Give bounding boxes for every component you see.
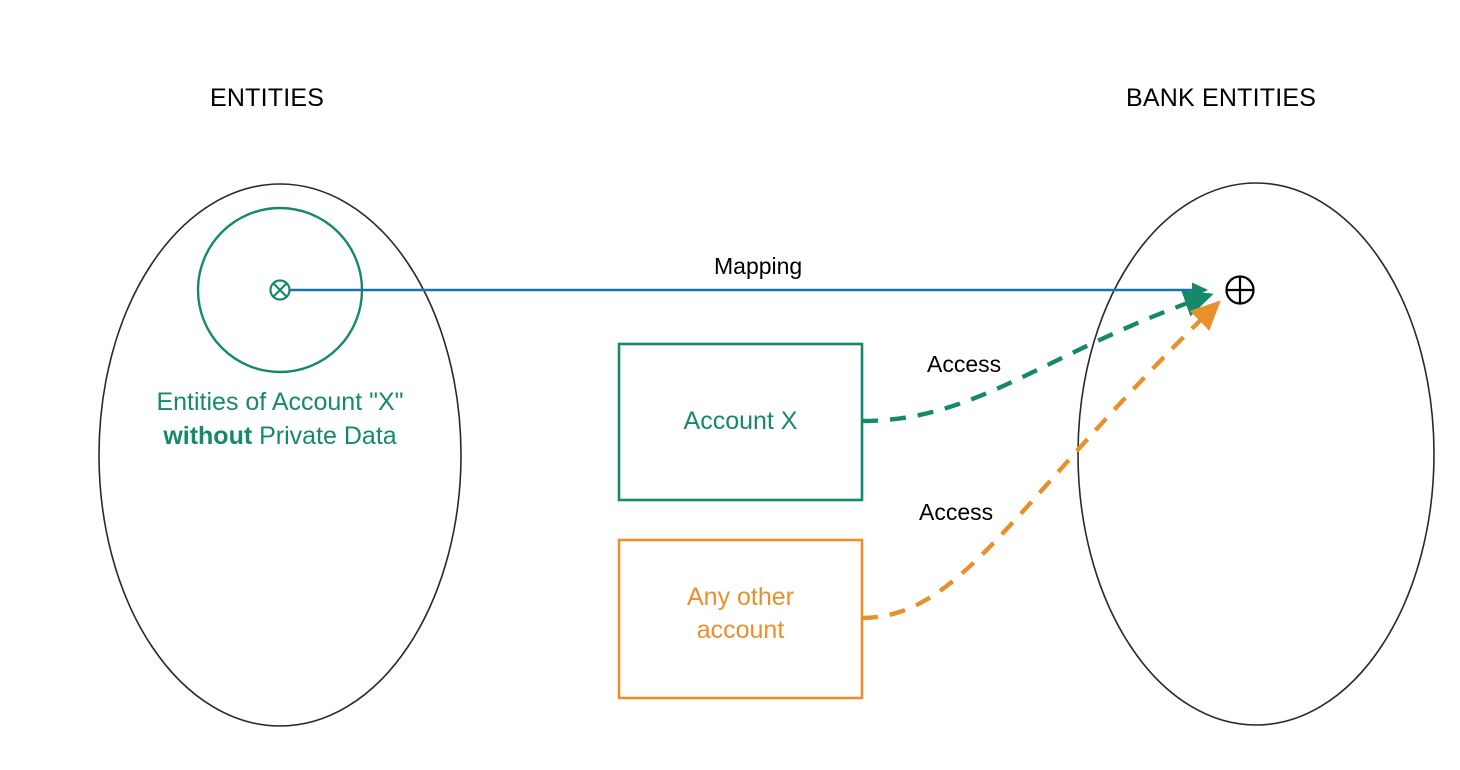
box-account-x-label: Account X: [683, 407, 798, 435]
edge-mapping-label: Mapping: [710, 253, 807, 280]
circle-times-icon: [269, 279, 291, 301]
box-any-other-account-label: Any other account: [619, 581, 862, 647]
entities-ellipse: [98, 183, 462, 727]
edge-access-any-other: [861, 300, 1221, 621]
entities-caption-line-1: Entities of Account "X": [156, 388, 404, 416]
entities-caption: Entities of Account "X" without Private …: [100, 385, 460, 453]
bank-entities-title: BANK ENTITIES: [1126, 84, 1317, 112]
box-any-other-account-label-line-1: Any other: [686, 583, 794, 611]
bank-entities-ellipse: [1077, 182, 1435, 726]
box-any-other-account-label-line-2: account: [696, 616, 785, 644]
edge-access-any-other-label: Access: [915, 499, 998, 526]
circle-plus-icon: [1225, 275, 1255, 305]
edge-access-account-x-label: Access: [923, 351, 1006, 378]
edge-access-account-x: [861, 290, 1214, 424]
entities-caption-emphasis: without: [163, 422, 253, 450]
entities-caption-line-2: without Private Data: [100, 419, 460, 453]
entities-title: ENTITIES: [210, 84, 325, 112]
entities-caption-line-2-rest: Private Data: [252, 422, 397, 450]
